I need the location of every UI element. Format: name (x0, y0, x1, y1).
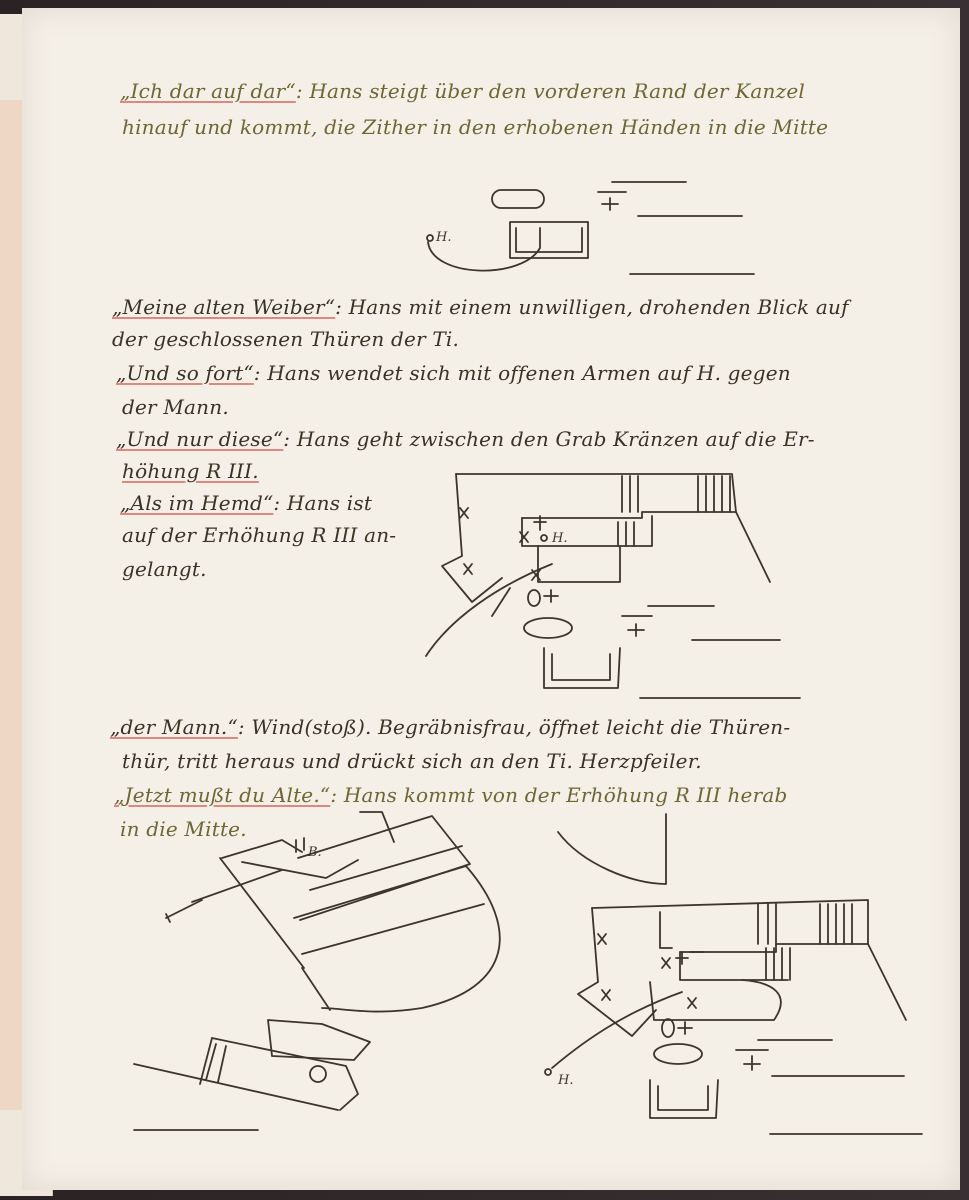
note-line-13: thür, tritt heraus und drückt sich an de… (122, 746, 702, 777)
stage-direction: auf der Erhöhung R III an- (122, 523, 397, 547)
note-line-14: „Jetzt mußt du Alte.“: Hans kommt von de… (114, 780, 787, 811)
stage-direction: : Wind(stoß). Begräbnisfrau, öffnet leic… (237, 715, 791, 739)
stage-direction: thür, tritt heraus und drückt sich an de… (122, 749, 702, 773)
stage-direction: gelangt. (122, 557, 207, 581)
stage-direction: der Mann. (122, 395, 229, 419)
note-line-7: „Und nur diese“: Hans geht zwischen den … (116, 424, 815, 455)
note-line-5: „Und so fort“: Hans wendet sich mit offe… (116, 358, 791, 389)
stage-cue: „Als im Hemd“ (120, 491, 274, 515)
sketch-label-h: H. (557, 1073, 573, 1088)
stage-direction: : Hans steigt über den vorderen Rand der… (295, 79, 805, 103)
stage-direction: der geschlossenen Thüren der Ti. (112, 327, 460, 351)
stage-direction: höhung R III. (122, 459, 259, 483)
stage-cue: „Ich dar auf dar“ (120, 79, 296, 103)
note-line-6: der Mann. (122, 392, 229, 423)
stage-sketch-2: H. (425, 473, 801, 699)
stage-sketch-4: H. (544, 813, 923, 1135)
note-line-9: „Als im Hemd“: Hans ist (120, 488, 372, 519)
note-line-2: hinauf und kommt, die Zither in den erho… (122, 112, 828, 143)
note-line-15: in die Mitte. (120, 814, 247, 845)
stage-direction: : Hans ist (273, 491, 373, 515)
note-line-3: „Meine alten Weiber“: Hans mit einem unw… (112, 292, 849, 323)
stage-direction: : Hans geht zwischen den Grab Kränzen au… (283, 427, 815, 451)
sketch-label-h: H. (551, 531, 567, 546)
stage-cue: „Und nur diese“ (116, 427, 284, 451)
sketch-label-h: H. (435, 230, 451, 245)
stage-direction: : Hans kommt von der Erhöhung R III hera… (330, 783, 788, 807)
stage-direction: : Hans wendet sich mit offenen Armen auf… (253, 361, 791, 385)
manuscript-page: „Ich dar auf dar“: Hans steigt über den … (22, 8, 960, 1190)
note-line-4: der geschlossenen Thüren der Ti. (112, 324, 459, 355)
stage-cue: „der Mann.“ (110, 715, 238, 739)
note-line-1: „Ich dar auf dar“: Hans steigt über den … (120, 76, 805, 107)
stage-direction: hinauf und kommt, die Zither in den erho… (122, 115, 829, 139)
note-line-11: gelangt. (122, 554, 207, 585)
stage-direction: : Hans mit einem unwilligen, drohenden B… (335, 295, 849, 319)
stage-sketch-1: H. (426, 181, 755, 275)
note-line-10: auf der Erhöhung R III an- (122, 520, 396, 551)
stage-direction: in die Mitte. (120, 817, 247, 841)
stage-cue: „Und so fort“ (116, 361, 254, 385)
note-line-12: „der Mann.“: Wind(stoß). Begräbnisfrau, … (110, 712, 790, 743)
stage-cue: „Meine alten Weiber“ (112, 295, 336, 319)
stage-cue: „Jetzt mußt du Alte.“ (114, 783, 331, 807)
stage-sketch-3: B. (133, 811, 501, 1131)
note-line-8: höhung R III. (122, 456, 259, 487)
